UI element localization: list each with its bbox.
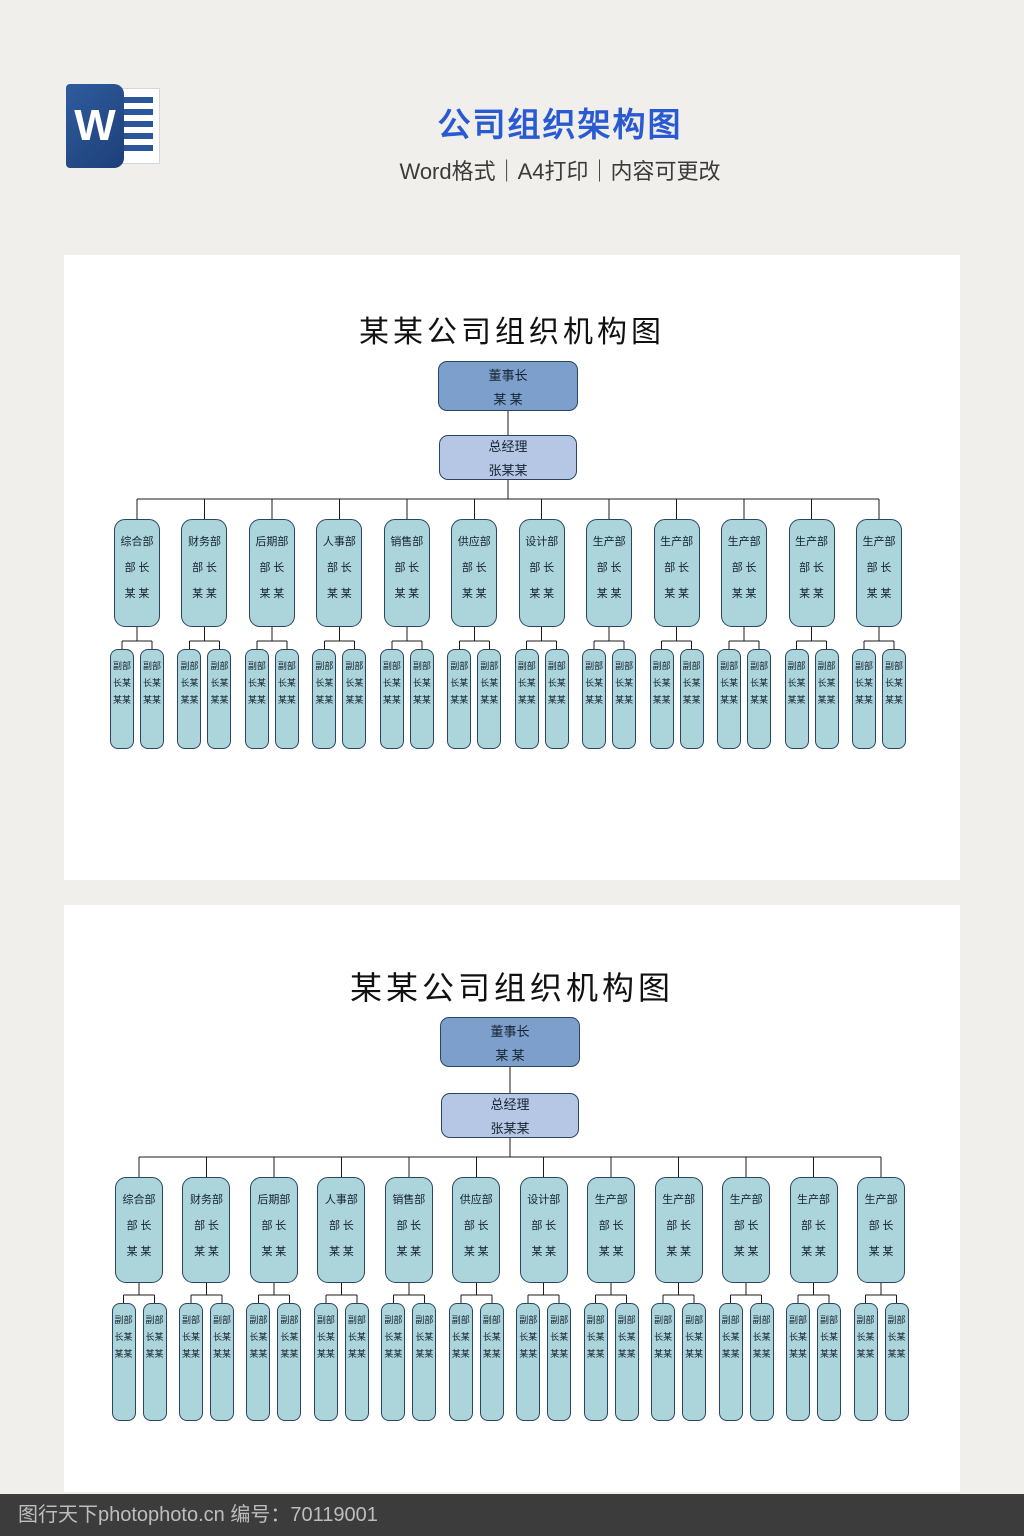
dept-box: 财务部部 长某 某 <box>181 519 228 627</box>
dept-box: 生产部部 长某 某 <box>856 519 902 627</box>
deputy-box: 副部长某某某 <box>852 649 876 749</box>
word-icon-letter: W <box>74 101 116 150</box>
deputy-box: 副部长某某某 <box>379 649 404 749</box>
deputy-box: 副部长某某某 <box>582 649 607 749</box>
deputy-box: 副部长某某某 <box>649 649 674 749</box>
deputy-box: 副部长某某某 <box>207 649 232 749</box>
deputy-box: 副部长某某某 <box>817 1303 842 1421</box>
dept-box: 设计部部 长某 某 <box>519 1177 568 1283</box>
deputy-box: 副部长某某某 <box>651 1303 676 1421</box>
deputy-box: 副部长某某某 <box>244 649 269 749</box>
org-chart-2: 董事长某 某总经理张某某综合部部 长某 某副部长某某某副部长某某某财务部部 长某… <box>64 905 960 1492</box>
deputy-box: 副部长某某某 <box>246 1303 271 1421</box>
template-title: 公司组织架构图 <box>437 106 683 143</box>
deputy-box: 副部长某某某 <box>344 1303 369 1421</box>
deputy-box: 副部长某某某 <box>342 649 367 749</box>
dept-box: 供应部部 长某 某 <box>451 519 498 627</box>
deputy-box: 副部长某某某 <box>583 1303 608 1421</box>
dept-box: 后期部部 长某 某 <box>248 519 295 627</box>
chart-title: 某某公司组织机构图 <box>359 316 665 349</box>
deputy-box: 副部长某某某 <box>547 1303 572 1421</box>
dept-box: 生产部部 长某 某 <box>722 1177 771 1283</box>
deputy-box: 副部长某某某 <box>884 1303 909 1421</box>
word-icon: W <box>66 84 162 168</box>
deputy-box: 副部长某某某 <box>814 649 839 749</box>
general-manager-box: 总经理张某某 <box>439 435 577 480</box>
deputy-box: 副部长某某某 <box>178 1303 203 1421</box>
deputy-box: 副部长某某某 <box>177 649 202 749</box>
deputy-box: 副部长某某某 <box>111 1303 136 1421</box>
dept-box: 生产部部 长某 某 <box>789 1177 838 1283</box>
template-subtitle: Word格式｜A4打印｜内容可更改 <box>399 159 721 184</box>
deputy-box: 副部长某某某 <box>516 1303 541 1421</box>
footer-text: 图行天下photophoto.cn 编号：70119001 <box>18 1504 378 1526</box>
dept-box: 财务部部 长某 某 <box>182 1177 231 1283</box>
deputy-box: 副部长某某某 <box>786 1303 811 1421</box>
dept-box: 人事部部 长某 某 <box>317 1177 366 1283</box>
deputy-box: 副部长某某某 <box>110 649 134 749</box>
dept-box: 供应部部 长某 某 <box>452 1177 501 1283</box>
document-page-2: 某某公司组织机构图 董事长某 某总经理张某某综合部部 长某 某副部长某某某副部长… <box>64 905 960 1492</box>
org-chart-1: 董事长某 某总经理张某某综合部部 长某 某副部长某某某副部长某某某财务部部 长某… <box>64 255 960 880</box>
dept-box: 人事部部 长某 某 <box>316 519 363 627</box>
dept-box: 综合部部 长某 某 <box>115 1177 163 1283</box>
deputy-box: 副部长某某某 <box>614 1303 639 1421</box>
dept-box: 后期部部 长某 某 <box>249 1177 298 1283</box>
dept-box: 生产部部 长某 某 <box>587 1177 636 1283</box>
dept-box: 销售部部 长某 某 <box>384 1177 433 1283</box>
deputy-box: 副部长某某某 <box>313 1303 338 1421</box>
dept-box: 设计部部 长某 某 <box>518 519 565 627</box>
dept-box: 生产部部 长某 某 <box>857 1177 905 1283</box>
deputy-box: 副部长某某某 <box>277 1303 302 1421</box>
footer-bar: 图行天下photophoto.cn 编号：70119001 <box>0 1494 1024 1536</box>
deputy-box: 副部长某某某 <box>477 649 502 749</box>
deputy-box: 副部长某某某 <box>514 649 539 749</box>
deputy-box: 副部长某某某 <box>447 649 472 749</box>
deputy-box: 副部长某某某 <box>882 649 906 749</box>
document-page-1: 某某公司组织机构图 董事长某 某总经理张某某综合部部 长某 某副部长某某某副部长… <box>64 255 960 880</box>
deputy-box: 副部长某某某 <box>718 1303 743 1421</box>
dept-box: 综合部部 长某 某 <box>114 519 160 627</box>
deputy-box: 副部长某某某 <box>381 1303 406 1421</box>
dept-box: 生产部部 长某 某 <box>653 519 700 627</box>
deputy-box: 副部长某某某 <box>612 649 637 749</box>
dept-box: 生产部部 长某 某 <box>721 519 768 627</box>
general-manager-box: 总经理张某某 <box>441 1093 579 1138</box>
deputy-box: 副部长某某某 <box>209 1303 234 1421</box>
deputy-box: 副部长某某某 <box>544 649 569 749</box>
deputy-box: 副部长某某某 <box>274 649 299 749</box>
deputy-box: 副部长某某某 <box>479 1303 504 1421</box>
dept-box: 生产部部 长某 某 <box>788 519 835 627</box>
deputy-box: 副部长某某某 <box>749 1303 774 1421</box>
chart-title: 某某公司组织机构图 <box>349 970 674 1006</box>
deputy-box: 副部长某某某 <box>717 649 742 749</box>
deputy-box: 副部长某某某 <box>784 649 809 749</box>
deputy-box: 副部长某某某 <box>853 1303 878 1421</box>
deputy-box: 副部长某某某 <box>312 649 337 749</box>
deputy-box: 副部长某某某 <box>679 649 704 749</box>
word-icon-cover: W <box>66 84 124 168</box>
dept-box: 生产部部 长某 某 <box>654 1177 703 1283</box>
dept-box: 销售部部 长某 某 <box>383 519 430 627</box>
deputy-box: 副部长某某某 <box>412 1303 437 1421</box>
deputy-box: 副部长某某某 <box>448 1303 473 1421</box>
deputy-box: 副部长某某某 <box>682 1303 707 1421</box>
deputy-box: 副部长某某某 <box>140 649 164 749</box>
dept-box: 生产部部 长某 某 <box>586 519 633 627</box>
chairman-box: 董事长某 某 <box>438 361 578 411</box>
deputy-box: 副部长某某某 <box>409 649 434 749</box>
deputy-box: 副部长某某某 <box>747 649 772 749</box>
chairman-box: 董事长某 某 <box>440 1017 580 1067</box>
deputy-box: 副部长某某某 <box>142 1303 167 1421</box>
